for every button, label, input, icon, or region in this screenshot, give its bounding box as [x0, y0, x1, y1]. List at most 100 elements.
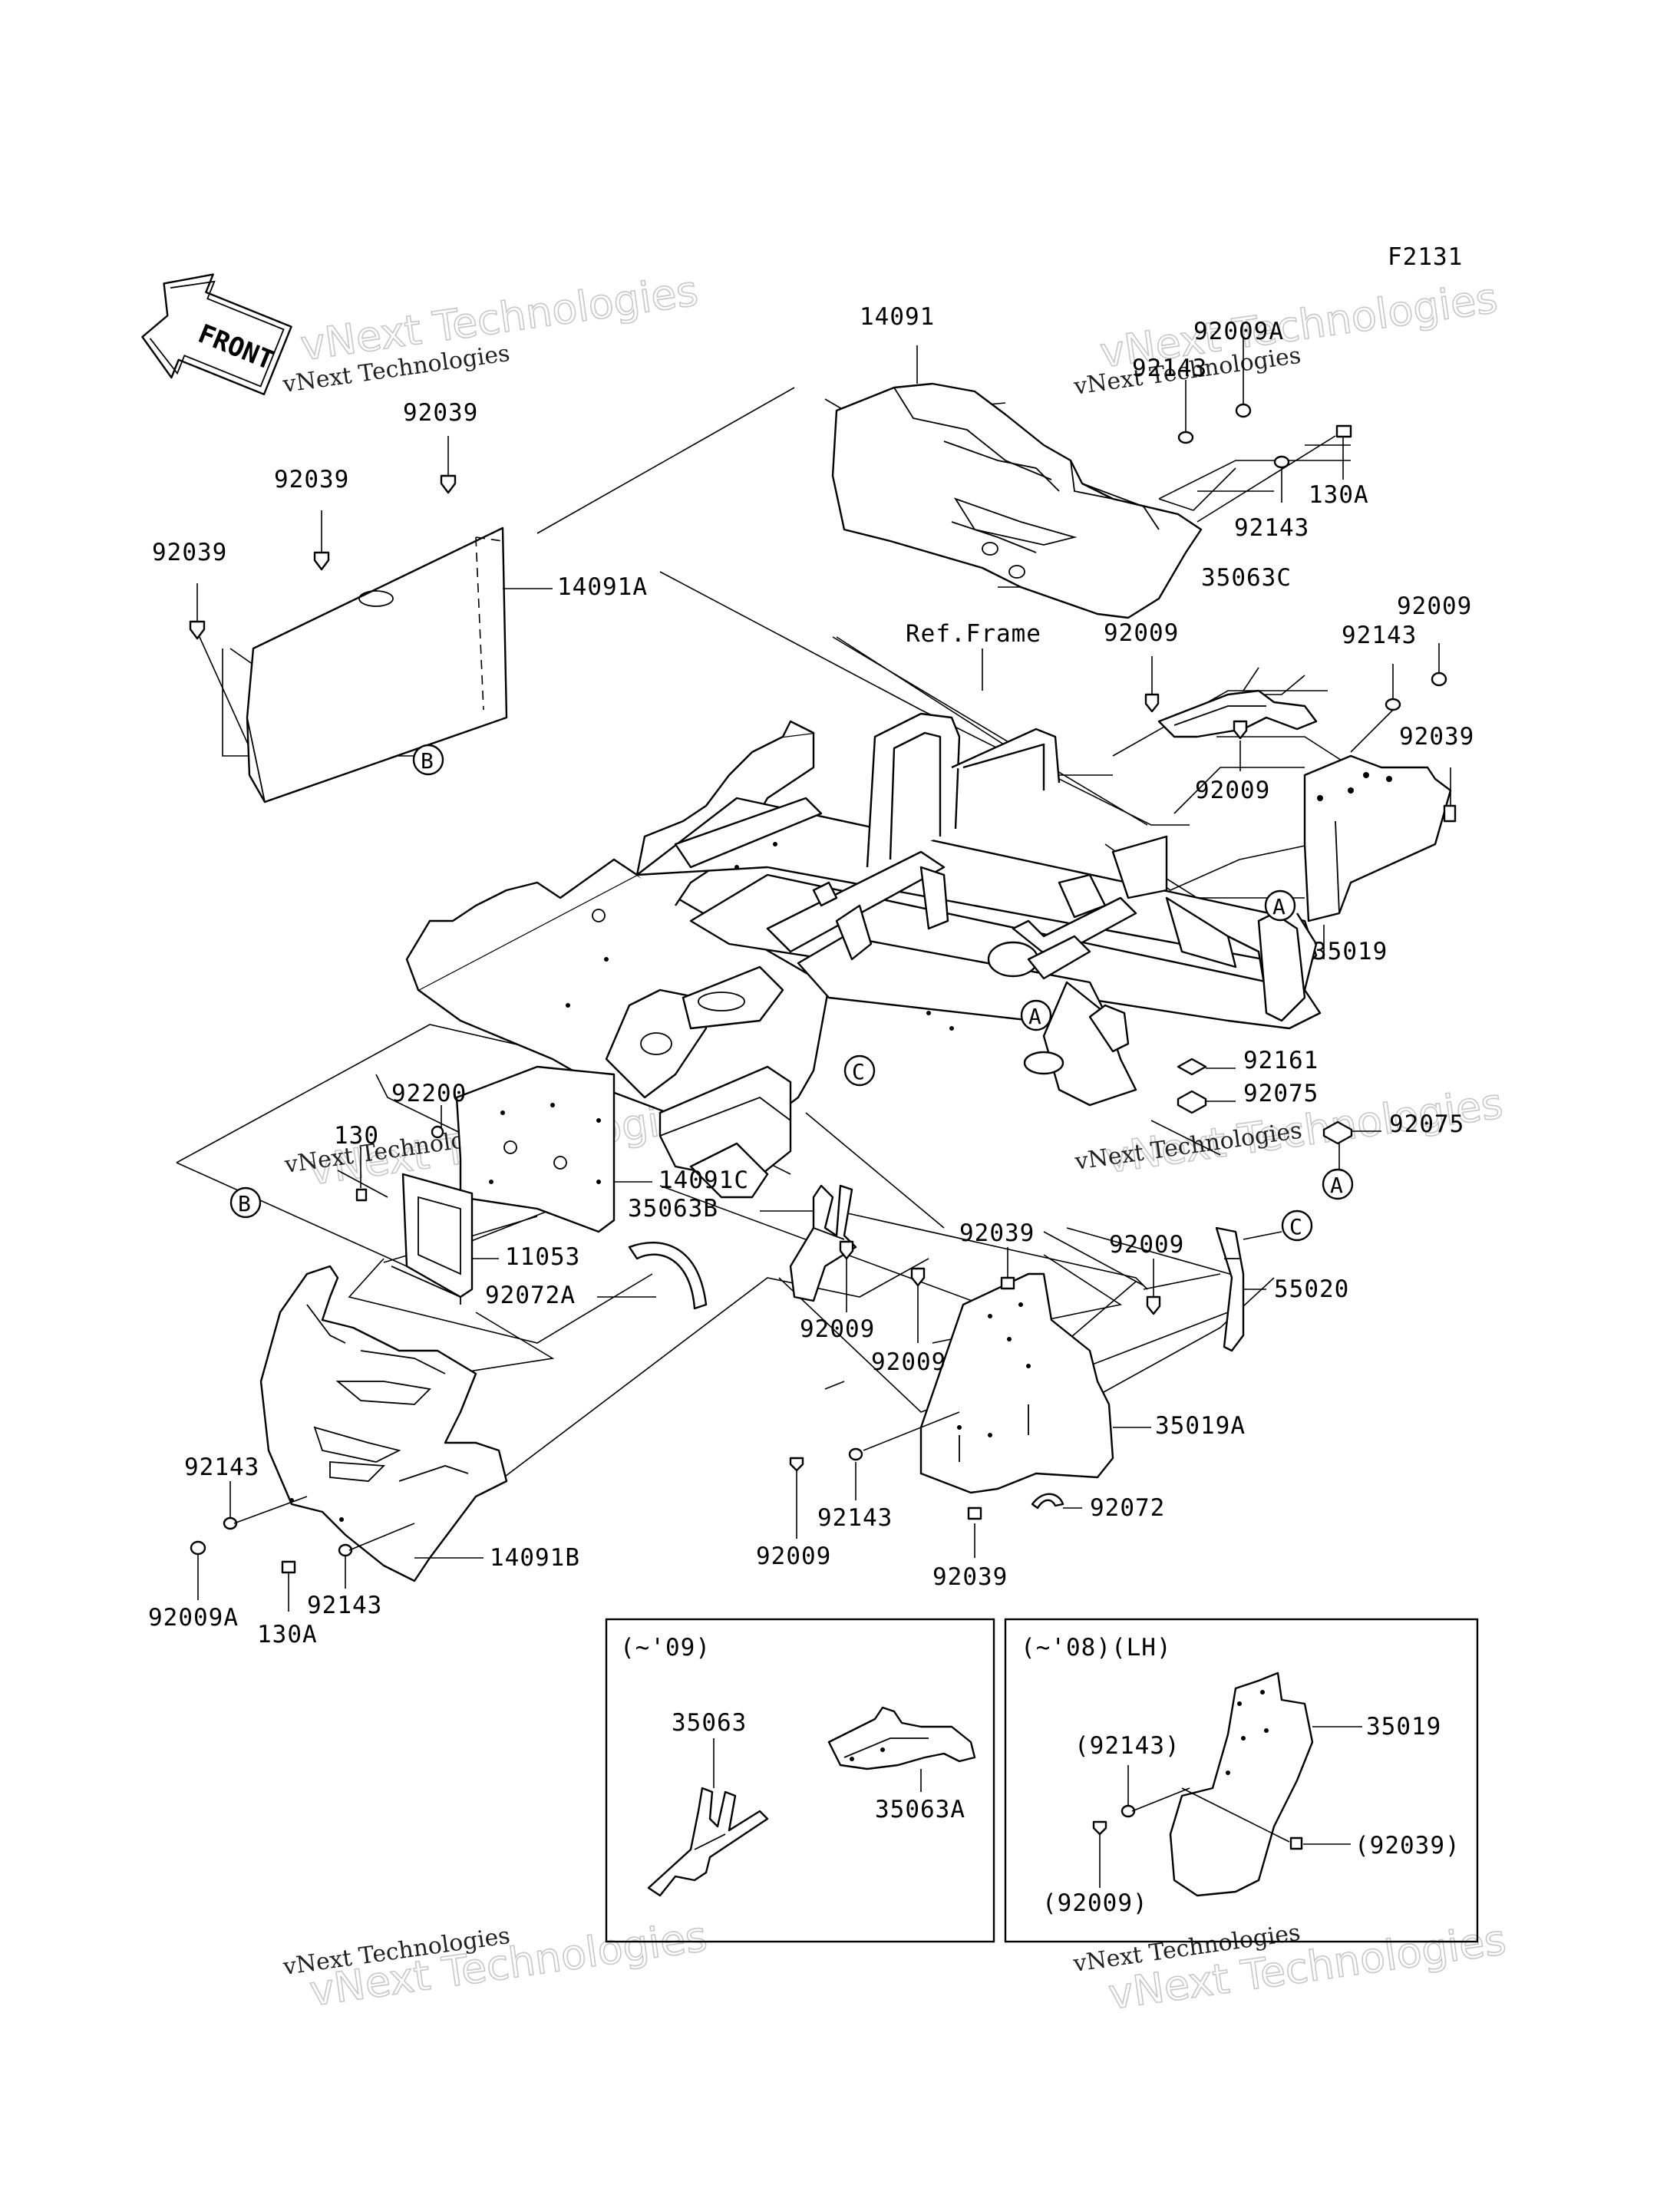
label-92039-c: 92039 [152, 539, 227, 566]
label-92143-top: 92143 [1132, 355, 1207, 382]
label-92009A-top: 92009A [1193, 318, 1284, 345]
screw-92039-inset[interactable] [1289, 1836, 1303, 1850]
part-14091-cover[interactable] [831, 382, 1203, 619]
bolt-130A-top[interactable] [1335, 424, 1352, 438]
part-14091B-cover[interactable] [259, 1265, 508, 1582]
inset-label-92039p: (92039) [1355, 1832, 1461, 1859]
label-92072: 92072 [1090, 1494, 1165, 1522]
screw-92009-c4[interactable] [789, 1457, 804, 1472]
part-92072A-band[interactable] [628, 1242, 708, 1310]
label-92009A-l: 92009A [148, 1604, 239, 1632]
watermark-top-left: vNext Technologies vNext Technologies [281, 266, 702, 398]
part-35019-fender[interactable] [1303, 754, 1452, 922]
screw-92039-b[interactable] [313, 551, 330, 571]
callout-a-mid: A [1020, 999, 1052, 1031]
screw-92009-r1[interactable] [1144, 693, 1160, 713]
part-35063C-bracket[interactable] [1157, 689, 1318, 738]
bolt-130[interactable] [355, 1188, 368, 1202]
part-35063-bracket[interactable] [647, 1787, 769, 1897]
label-14091B: 14091B [490, 1544, 580, 1572]
part-55020-bracket[interactable] [1215, 1226, 1245, 1352]
clip-92075-a[interactable] [1177, 1090, 1207, 1114]
label-92075-b: 92075 [1389, 1110, 1464, 1138]
part-35019-lh-fender[interactable] [1169, 1671, 1314, 1897]
label-92039-b: 92039 [274, 466, 349, 493]
screw-92009A-top[interactable] [1235, 403, 1252, 418]
figure-code: F2131 [1388, 243, 1463, 271]
label-92143-r: 92143 [1342, 622, 1417, 649]
inset-right-title: (~'08)(LH) [1021, 1634, 1172, 1661]
label-92009-c2: 92009 [871, 1348, 946, 1376]
part-35063A-bracket[interactable] [827, 1706, 976, 1770]
washer-92143-r[interactable] [1385, 698, 1401, 711]
screw-92039-r[interactable] [1443, 804, 1457, 823]
label-35063B: 35063B [628, 1195, 718, 1223]
callout-a-right: A [1264, 889, 1296, 922]
label-35019: 35019 [1312, 938, 1388, 965]
callout-c-mid: C [843, 1054, 876, 1087]
svg-text:C: C [852, 1059, 865, 1084]
svg-text:A: A [1330, 1173, 1343, 1198]
screw-92039-c2[interactable] [1000, 1276, 1015, 1290]
label-92072A: 92072A [485, 1282, 576, 1309]
label-92143-l1: 92143 [184, 1454, 259, 1481]
screw-92039-a[interactable] [440, 474, 457, 494]
label-14091: 14091 [860, 303, 935, 331]
label-92161: 92161 [1243, 1047, 1319, 1074]
callout-a-lower: A [1322, 1168, 1354, 1200]
label-14091A: 14091A [557, 573, 648, 601]
svg-text:A: A [1272, 894, 1286, 919]
screw-92009-r2[interactable] [1431, 672, 1447, 687]
part-14091A-panel[interactable] [246, 526, 508, 804]
inset-label-92009p: (92009) [1042, 1889, 1148, 1917]
bolt-92200[interactable] [431, 1125, 444, 1139]
screw-92039-c3[interactable] [967, 1506, 982, 1520]
label-130: 130 [334, 1122, 379, 1150]
inset-box-left: (~'09) 35063 35063A [605, 1618, 995, 1943]
clip-92161[interactable] [1177, 1058, 1207, 1076]
clip-92075-b[interactable] [1322, 1120, 1353, 1145]
washer-92143-c[interactable] [848, 1447, 863, 1461]
inset-label-35063A: 35063A [875, 1796, 965, 1823]
screw-92009-inset[interactable] [1092, 1820, 1107, 1836]
label-92200: 92200 [391, 1080, 467, 1107]
label-92009-c1: 92009 [800, 1315, 875, 1343]
label-92039-c3: 92039 [932, 1563, 1008, 1591]
label-14091C: 14091C [658, 1166, 749, 1194]
label-11053: 11053 [505, 1243, 580, 1271]
front-arrow-icon: FRONT [141, 273, 292, 396]
svg-text:A: A [1028, 1004, 1041, 1029]
ref-frame-label: Ref.Frame [906, 620, 1041, 648]
callout-b-top: B [412, 744, 444, 776]
part-14091C-panel[interactable] [455, 1065, 616, 1233]
bolt-130A-l[interactable] [281, 1560, 296, 1574]
svg-text:B: B [421, 748, 434, 774]
reference-frame [405, 712, 1322, 1199]
label-92039-a: 92039 [403, 399, 478, 427]
screw-92039-c[interactable] [189, 620, 206, 640]
screw-92009-c2[interactable] [910, 1267, 926, 1287]
screw-92009-c3[interactable] [1146, 1295, 1161, 1315]
label-130A-l: 130A [257, 1621, 318, 1648]
part-92072-clamp[interactable] [1031, 1493, 1064, 1510]
part-35019A-fender[interactable] [919, 1272, 1114, 1494]
inset-label-92143p: (92143) [1074, 1732, 1180, 1760]
svg-text:B: B [238, 1191, 251, 1216]
inset-label-35019: 35019 [1366, 1713, 1441, 1741]
label-92009-c4: 92009 [756, 1543, 831, 1570]
inset-box-right: (~'08)(LH) 35019 (92143) (92039) (92009) [1004, 1618, 1479, 1943]
part-11053-gasket[interactable] [391, 1173, 474, 1305]
screw-92009A-l[interactable] [190, 1540, 206, 1556]
washer-92143-top[interactable] [1177, 431, 1194, 444]
label-92143-l2: 92143 [307, 1592, 382, 1619]
screw-92009-mid[interactable] [1233, 720, 1248, 740]
screw-92009-c1[interactable] [839, 1240, 854, 1260]
callout-c-lower: C [1281, 1209, 1313, 1242]
watermark-bottom-left: vNext Technologies vNext Technologies [281, 1912, 711, 2017]
label-92075-a: 92075 [1243, 1080, 1319, 1107]
label-92143-top2: 92143 [1234, 514, 1309, 542]
part-35063B-bracket[interactable] [789, 1184, 857, 1302]
svg-text:C: C [1289, 1214, 1302, 1239]
